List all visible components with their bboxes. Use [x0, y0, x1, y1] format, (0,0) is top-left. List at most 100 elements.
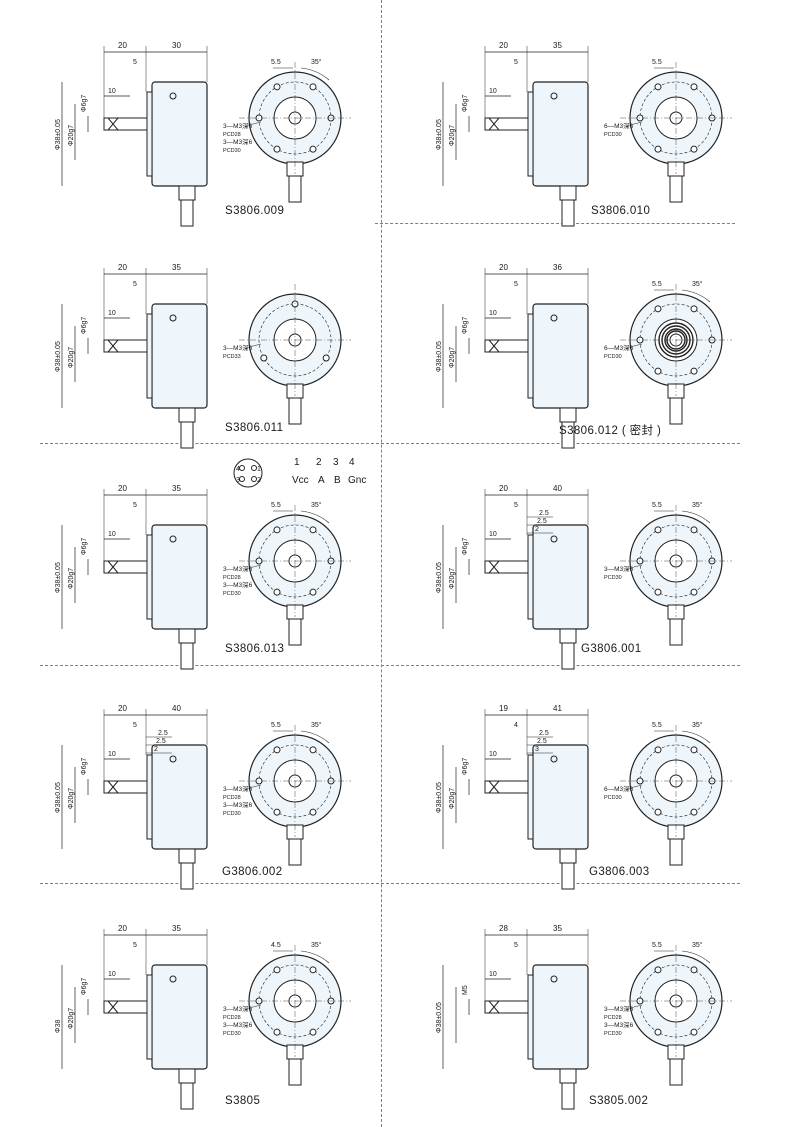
hole-callout: 3—M3深6 [223, 784, 253, 793]
cable [561, 862, 575, 890]
dimension-label: 10 [108, 971, 116, 978]
side-view [442, 46, 589, 227]
cable-gland [178, 1068, 196, 1084]
mounting-hole [654, 1028, 662, 1036]
dimension-label: 2.5 [537, 738, 547, 745]
dimension-label: Φ38±0.05 [436, 119, 443, 150]
leader-line [244, 121, 262, 127]
mounting-hole [309, 746, 317, 754]
mounting-flange [146, 534, 153, 620]
dimension-label: 5.5 [271, 502, 281, 509]
hole-callout: 3—M3深6 [604, 1020, 634, 1029]
dimension-label: 20 [499, 41, 508, 50]
dimension-label: 20 [118, 924, 127, 933]
dimension-label: 10 [489, 971, 497, 978]
mounting-hole [654, 588, 662, 596]
dimension-label: 3 [535, 746, 539, 753]
pinout-legend: 4 1 3 2 1 2 3 4 Vcc A B Gnc [232, 455, 382, 495]
dimension-label: Φ38 [55, 1020, 62, 1033]
screw-icon [550, 535, 558, 543]
screw-icon [169, 755, 177, 763]
hole-callout: 6—M3深6 [604, 784, 634, 793]
dimension-label: 35 [553, 41, 562, 50]
shaft-flat-mark [107, 1000, 119, 1014]
hole-callout: PCD33 [223, 354, 241, 360]
screw-icon [550, 975, 558, 983]
mounting-hole [690, 588, 698, 596]
side-view [442, 489, 589, 670]
mounting-hole [273, 588, 281, 596]
dimension-label: Φ6g7 [81, 95, 88, 112]
dimension-label: 20 [118, 263, 127, 272]
angle-label: 35° [311, 721, 322, 729]
dimension-label: Φ38±0.05 [436, 562, 443, 593]
connector-pin-label: 3 [236, 477, 240, 484]
dimension-label: Φ20g7 [68, 347, 75, 368]
mounting-hole [654, 526, 662, 534]
dimension-label: 10 [108, 751, 116, 758]
model-caption: S3806.010 [591, 205, 651, 217]
front-view [239, 505, 351, 646]
dimension-label: 10 [489, 531, 497, 538]
mounting-hole [690, 966, 698, 974]
dimension-label: 5.5 [652, 722, 662, 729]
cable-gland [178, 185, 196, 201]
model-caption: G3806.001 [581, 643, 642, 655]
mounting-hole [260, 354, 268, 362]
dimension-label: 2.5 [539, 730, 549, 737]
dimension-label: 10 [108, 531, 116, 538]
dimension-label: 4.5 [271, 942, 281, 949]
cable [561, 642, 575, 670]
dimension-label: Φ38±0.05 [436, 341, 443, 372]
mounting-hole [654, 305, 662, 313]
dimension-label: 5 [133, 281, 137, 288]
angle-arc [300, 950, 330, 964]
mounting-hole [654, 746, 662, 754]
dimension-label: 10 [489, 751, 497, 758]
shaft [484, 560, 529, 574]
hole-callout: 3—M3深6 [223, 800, 253, 809]
dimension-label: Φ38±0.05 [55, 119, 62, 150]
mounting-hole [654, 966, 662, 974]
dimension-label: Φ38±0.05 [55, 782, 62, 813]
hole-callout: PCD30 [223, 148, 241, 154]
front-view [620, 62, 732, 203]
model-caption: S3806.013 [225, 643, 285, 655]
mounting-hole [322, 354, 330, 362]
dimension-label: 35 [172, 924, 181, 933]
mounting-hole [273, 145, 281, 153]
cable [669, 397, 683, 425]
dimension-label: Φ20g7 [68, 568, 75, 589]
front-view [239, 945, 351, 1086]
connector-pin-label: 4 [236, 466, 240, 473]
cable [561, 1082, 575, 1110]
mounting-hole [273, 526, 281, 534]
cable [669, 838, 683, 866]
shaft-flat-mark [488, 780, 500, 794]
hole-callout: 3—M3深6 [223, 121, 253, 130]
hole-callout: PCD28 [223, 132, 241, 138]
dimension-label: 2 [154, 746, 158, 753]
pin-number: 1 [294, 457, 300, 468]
leader-line [244, 784, 262, 790]
hole-callout: PCD30 [604, 354, 622, 360]
cable [180, 1082, 194, 1110]
dimension-label: 40 [172, 704, 181, 713]
hole-callout: 3—M3深6 [604, 1004, 634, 1013]
encoder-body [151, 81, 208, 187]
hole-callout: 3—M3深6 [223, 343, 253, 352]
dimension-label: Φ20g7 [449, 568, 456, 589]
cable [288, 397, 302, 425]
cable-gland [559, 628, 577, 644]
dimension-label: 10 [489, 310, 497, 317]
cable [669, 1058, 683, 1086]
side-view [61, 489, 208, 670]
connector-pin-label: 2 [257, 477, 261, 484]
